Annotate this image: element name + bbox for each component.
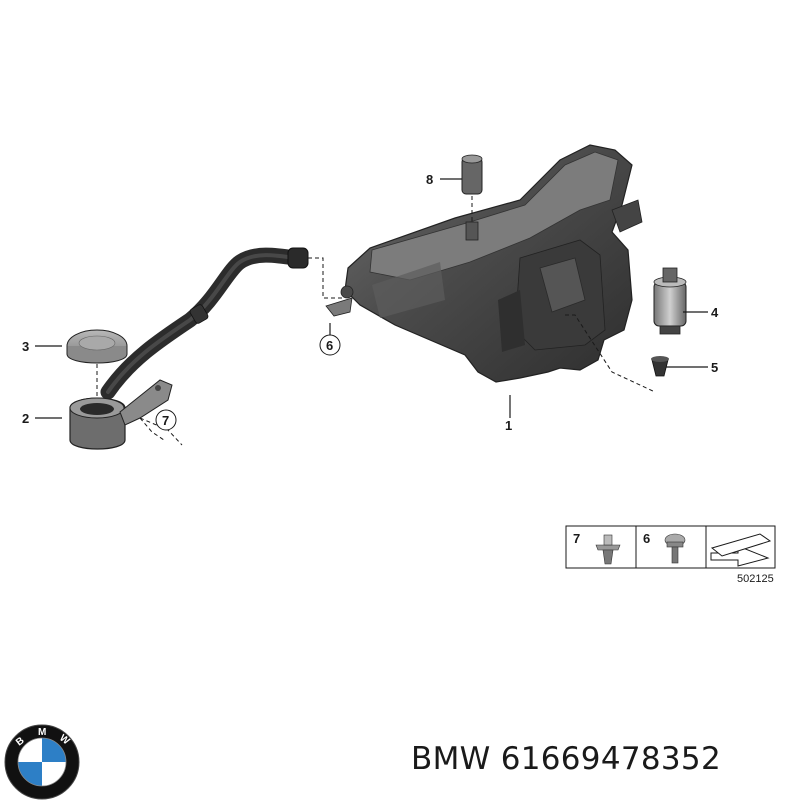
callout-4: 4 bbox=[711, 305, 719, 320]
callout-6: 6 bbox=[326, 338, 333, 353]
brand-part-number-caption: BMW 61669478352 bbox=[411, 741, 721, 777]
washer-fluid-reservoir bbox=[340, 144, 643, 383]
diagram-reference-number: 502125 bbox=[737, 573, 774, 585]
bmw-logo: B M W bbox=[4, 724, 80, 800]
filler-neck-part-2 bbox=[69, 379, 173, 450]
filler-cap-part-3 bbox=[66, 329, 128, 396]
svg-text:M: M bbox=[38, 727, 46, 738]
callout-7: 7 bbox=[162, 413, 169, 428]
callout-6-circle bbox=[319, 334, 341, 356]
callout-1: 1 bbox=[505, 418, 512, 433]
callout-labels: 8 4 5 1 3 2 6 7 bbox=[22, 172, 719, 433]
filler-hose bbox=[100, 247, 309, 400]
legend-item-7-label: 7 bbox=[573, 531, 580, 546]
callout-3: 3 bbox=[22, 339, 29, 354]
legend-item-6-label: 6 bbox=[643, 531, 650, 546]
clip-icon bbox=[595, 534, 621, 565]
leader-lines bbox=[35, 178, 708, 419]
washer-pump-part-4 bbox=[653, 267, 687, 335]
screw-part-6 bbox=[325, 297, 353, 317]
arrow-icon bbox=[710, 533, 772, 567]
filler-sleeve-part-8 bbox=[461, 154, 483, 241]
grommet-part-5 bbox=[651, 356, 669, 377]
fastener-legend: 7 6 502125 bbox=[565, 525, 776, 585]
callout-7-circle bbox=[155, 409, 177, 431]
callout-5: 5 bbox=[711, 360, 718, 375]
callout-2: 2 bbox=[22, 411, 29, 426]
callout-8: 8 bbox=[426, 172, 433, 187]
screw-icon bbox=[664, 533, 686, 564]
